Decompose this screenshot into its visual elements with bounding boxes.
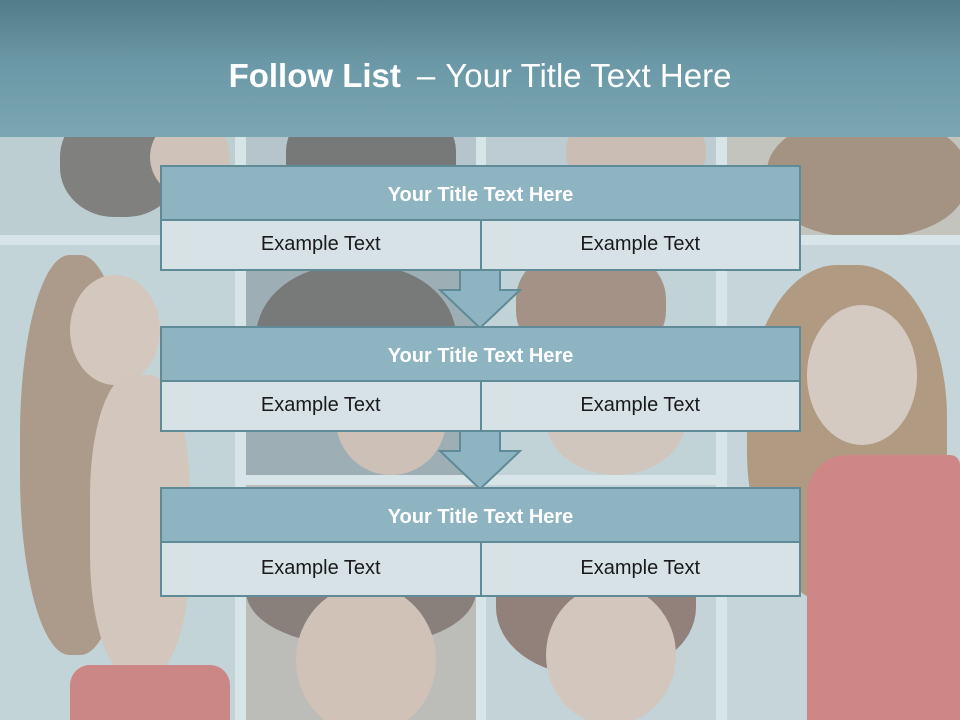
block-cell-left: Example Text [160, 382, 482, 432]
title-rest-part: Your Title Text Here [445, 57, 732, 94]
photo-tile [0, 245, 235, 720]
block-title: Your Title Text Here [160, 165, 801, 221]
title-bold-part: Follow List [228, 57, 401, 94]
page-title: Follow List–Your Title Text Here [0, 54, 960, 98]
follow-block-2: Your Title Text Here Example Text Exampl… [160, 326, 801, 432]
down-arrow-icon [438, 270, 522, 330]
block-row: Example Text Example Text [160, 543, 801, 597]
block-cell-right: Example Text [481, 382, 801, 432]
block-title: Your Title Text Here [160, 487, 801, 543]
title-dash: – [416, 57, 436, 94]
block-cell-right: Example Text [481, 221, 801, 271]
follow-block-3: Your Title Text Here Example Text Exampl… [160, 487, 801, 597]
down-arrow-icon [438, 431, 522, 491]
block-cell-right: Example Text [481, 543, 801, 597]
follow-block-1: Your Title Text Here Example Text Exampl… [160, 165, 801, 271]
block-row: Example Text Example Text [160, 382, 801, 432]
photo-tile [727, 245, 960, 720]
header-bar: Follow List–Your Title Text Here [0, 0, 960, 137]
block-cell-left: Example Text [160, 543, 482, 597]
block-cell-left: Example Text [160, 221, 482, 271]
block-title: Your Title Text Here [160, 326, 801, 382]
block-row: Example Text Example Text [160, 221, 801, 271]
